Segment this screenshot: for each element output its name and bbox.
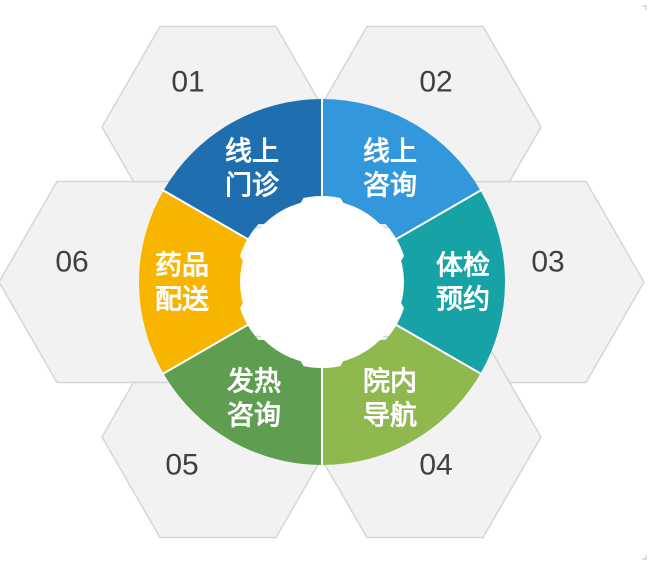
ring-layer <box>138 97 505 467</box>
corner-mark-bottom-right <box>642 555 647 560</box>
hexagon-number-05: 05 <box>165 449 198 482</box>
ring-segment-03 <box>396 190 505 374</box>
segment-label-line2-05: 咨询 <box>227 401 281 432</box>
hexagon-number-02: 02 <box>419 66 452 99</box>
ring-segment-06 <box>138 190 248 374</box>
segment-label-line2-02: 咨询 <box>363 171 417 202</box>
ring-knob-01 <box>216 132 308 225</box>
ring-separator <box>394 188 483 241</box>
corner-mark-top-right <box>642 5 647 10</box>
segment-label-line1-05: 发热 <box>226 366 281 398</box>
corner-marks <box>642 5 647 560</box>
ring-knob-04 <box>336 339 428 432</box>
hexagon-number-03: 03 <box>531 246 564 279</box>
ring-knob-03 <box>396 236 488 328</box>
segment-label-line1-06: 药品 <box>155 251 209 282</box>
hexagon-number-01: 01 <box>171 66 204 99</box>
segment-label-line2-03: 预约 <box>436 285 490 316</box>
ring-segment-01 <box>163 98 322 239</box>
segment-label-line1-04: 院内 <box>363 366 417 398</box>
ring-center <box>240 200 404 364</box>
ring-separator <box>161 188 250 241</box>
ring-separator <box>161 323 250 376</box>
ring-knob-06 <box>156 236 248 328</box>
ring-knob-02 <box>336 132 428 225</box>
ring-segment-02 <box>322 99 481 239</box>
segment-label-line1-03: 体检 <box>436 250 490 282</box>
hexagon-number-06: 06 <box>55 246 88 279</box>
ring-knob-05 <box>216 339 308 432</box>
segment-label-line2-04: 导航 <box>363 400 417 432</box>
hexagon-number-04: 04 <box>419 449 452 482</box>
segment-label-line1-01: 线上 <box>225 137 279 168</box>
ring-segment-04 <box>322 325 481 465</box>
ring-segment-05 <box>163 325 322 465</box>
segment-label-line1-02: 线上 <box>363 137 417 168</box>
ring-separator <box>394 323 483 376</box>
segment-label-line2-06: 配送 <box>155 285 209 316</box>
segment-label-line2-01: 门诊 <box>225 170 280 202</box>
